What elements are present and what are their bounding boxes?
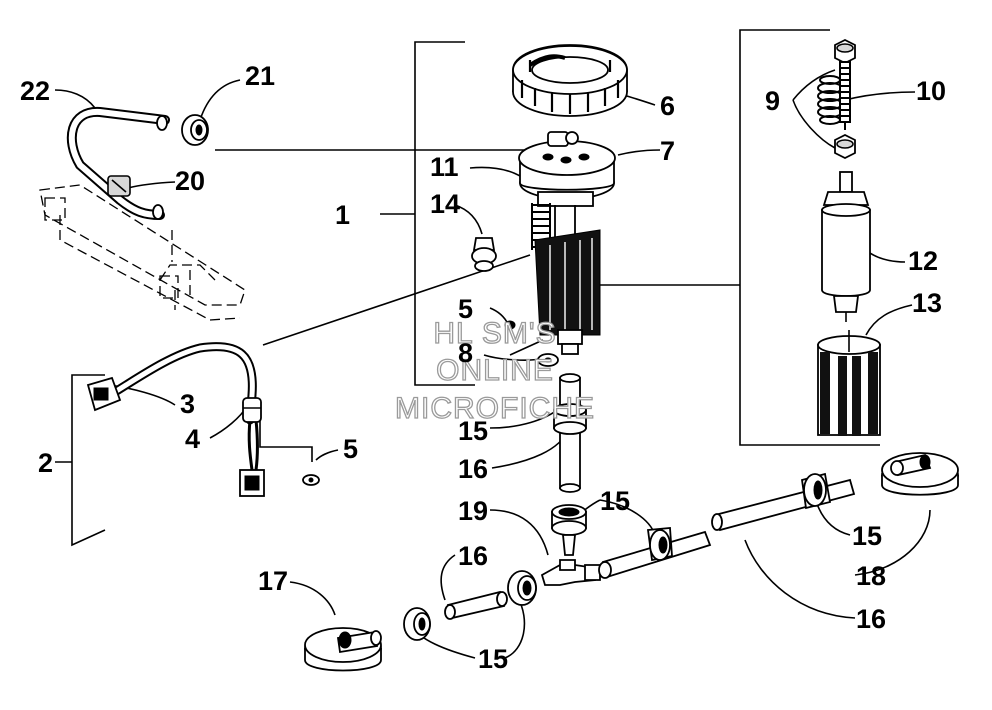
clamp-15-right: [646, 527, 673, 562]
callout-15-upper: 15: [458, 416, 488, 446]
callout-3: 3: [180, 389, 195, 419]
callout-1: 1: [335, 200, 350, 230]
grommet-21: [181, 114, 209, 146]
bracket-group-1: [380, 41, 475, 386]
screw-5-lower: [302, 474, 320, 486]
boot-4: [242, 397, 262, 423]
callout-15-bottom: 15: [478, 644, 508, 674]
connector-plug: [239, 469, 265, 497]
wire-harness: [105, 342, 259, 471]
callout-20: 20: [175, 166, 205, 196]
fuel-pump-12: [821, 171, 871, 322]
callout-18: 18: [856, 561, 886, 591]
watermark-line-1: HL SM'S: [433, 317, 556, 350]
bracket-group-2: [55, 374, 106, 547]
clamp-15-upper: [553, 403, 587, 435]
nut-9-top: [834, 38, 856, 65]
coil-wire-10: [817, 61, 851, 130]
callout-21: 21: [245, 61, 275, 91]
pickup-18: [881, 452, 959, 496]
connector-3: [86, 376, 122, 412]
callout-11: 11: [430, 152, 459, 182]
callout-5-upper: 5: [458, 294, 473, 324]
clamp-15-lower-left: [403, 607, 431, 641]
watermark-line-2: ONLINE: [436, 354, 554, 387]
clamp-15-mid-left: [507, 570, 537, 606]
fuel-hose-22: [66, 106, 170, 220]
callout-8: 8: [458, 338, 473, 368]
filter-13: [817, 330, 881, 436]
hose-16-long: [711, 478, 856, 532]
washer-8: [537, 353, 559, 367]
callout-13: 13: [912, 288, 942, 318]
lock-ring-6: [512, 44, 628, 117]
frame-rail: [39, 184, 246, 321]
clamp-15-far-right: [800, 472, 832, 510]
watermark: HL SM'S ONLINE MICROFICHE: [394, 316, 595, 425]
callout-6: 6: [660, 91, 675, 121]
clamp-20: [107, 175, 131, 197]
callout-16-left: 16: [458, 541, 488, 571]
callout-17: 17: [258, 566, 288, 596]
sender-body: [534, 205, 601, 355]
callout-14: 14: [430, 189, 460, 219]
y-connector-19: [540, 534, 601, 586]
callout-16-right: 16: [856, 604, 886, 634]
callout-4: 4: [185, 424, 200, 454]
pickup-17: [304, 627, 382, 672]
callout-15-right: 15: [852, 521, 882, 551]
fitting-14: [471, 237, 497, 272]
callout-2: 2: [38, 448, 53, 478]
bracket-pump-assembly: [600, 29, 880, 446]
nut-9-bottom: [834, 133, 856, 160]
watermark-line-3: MICROFICHE: [395, 392, 595, 425]
callout-12: 12: [908, 246, 938, 276]
callout-16-upper: 16: [458, 454, 488, 484]
callout-22: 22: [20, 76, 50, 106]
callout-5-lower: 5: [343, 434, 358, 464]
callout-7: 7: [660, 136, 675, 166]
callout-9: 9: [765, 86, 780, 116]
sender-flange-7: [518, 131, 616, 207]
callout-19: 19: [458, 496, 488, 526]
nut-5-upper: [504, 320, 516, 330]
callout-15-center: 15: [600, 486, 630, 516]
hose-16-left: [444, 590, 508, 620]
callout-10: 10: [916, 76, 946, 106]
callout-labels: 1 2 3 4 5 5 6 7 8 9 10 11 12 13 14 15 15…: [20, 61, 946, 674]
clamp-15-center: [551, 504, 587, 536]
